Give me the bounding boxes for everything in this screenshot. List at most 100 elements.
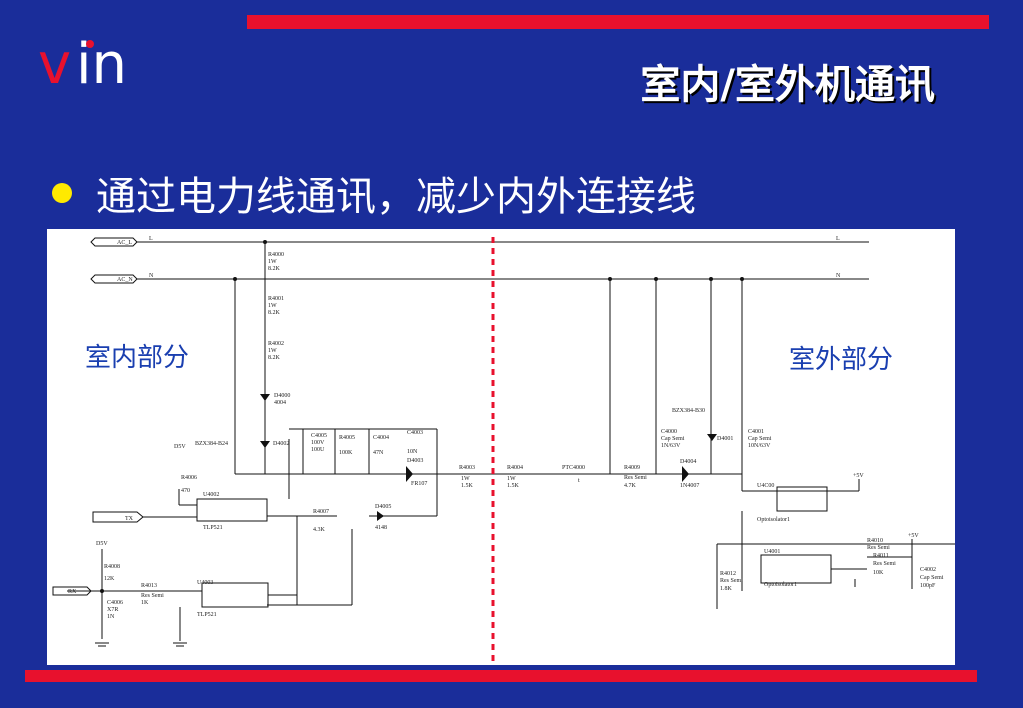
c4000-value: 1N/63V <box>661 443 681 449</box>
c4004-name: C4004 <box>373 435 389 441</box>
r4000-value: 8.2K <box>268 266 281 272</box>
d4003-value: FR107 <box>411 481 427 487</box>
r4012-name: R4012 <box>720 571 736 577</box>
u4003-value: TLP521 <box>197 612 217 618</box>
slide-title: 室内/室外机通讯 <box>640 62 935 108</box>
vin-logo: v in <box>38 34 148 96</box>
label-l-right: L <box>836 236 840 242</box>
d5v-b-label: D5V <box>96 541 108 547</box>
r4006-value: 470 <box>181 488 190 494</box>
d4000-name: D4000 <box>274 393 290 399</box>
c4002-name: C4002 <box>920 567 936 573</box>
logo-letters-in: in <box>76 32 128 97</box>
r4009-value: 4.7K <box>624 483 637 489</box>
d4004-value: 1N4007 <box>680 483 699 489</box>
bottom-accent-bar <box>25 670 977 682</box>
r4006-name: R4006 <box>181 475 197 481</box>
d4001-label: D4001 <box>717 436 733 442</box>
d4002-label: D4002 <box>273 441 289 447</box>
logo-i-dot <box>86 40 94 48</box>
label-n-left: N <box>149 273 154 279</box>
r4003-value: 1.5K <box>461 483 474 489</box>
label-ac-n: AC_N <box>117 277 133 283</box>
bzx-right-label: BZX384-B30 <box>672 408 705 414</box>
r4010-type: Res Semi <box>867 545 890 551</box>
plus5v-a-label: +5V <box>853 473 864 479</box>
c4004-value: 47N <box>373 450 384 456</box>
r4012-type: Res Semi <box>720 578 743 584</box>
r4003-name: R4003 <box>459 465 475 471</box>
rx-label: RX <box>68 589 77 595</box>
c4006-type: X7R <box>107 607 118 613</box>
r4011-name: R4011 <box>873 553 889 559</box>
r4001-power: 1W <box>268 303 277 309</box>
r4008-name: R4008 <box>104 564 120 570</box>
u4c00-value: Optoisolator1 <box>757 517 790 523</box>
r4007-name: R4007 <box>313 509 329 515</box>
u4001-value: Optoisolator1 <box>764 582 797 588</box>
label-n-right: N <box>836 273 841 279</box>
c4005-name: C4005 <box>311 433 327 439</box>
c4006-name: C4006 <box>107 600 123 606</box>
bullet-dot-icon <box>52 183 72 203</box>
bzx-left-label: BZX384-B24 <box>195 441 228 447</box>
tx-label: TX <box>125 516 134 522</box>
r4009-type: Res Semi <box>624 475 647 481</box>
u4002-name: U4002 <box>203 492 219 498</box>
d4003-name: D4003 <box>407 458 423 464</box>
r4013-name: R4013 <box>141 583 157 589</box>
ptc4000-symbol: t <box>578 478 580 484</box>
r4001-name: R4001 <box>268 296 284 302</box>
r4002-value: 8.2K <box>268 355 281 361</box>
u4c00-name: U4C00 <box>757 483 774 489</box>
d4004-name: D4004 <box>680 459 696 465</box>
c4005-voltage: 100V <box>311 440 325 446</box>
r4005-name: R4005 <box>339 435 355 441</box>
u4003-name: U4003 <box>197 580 213 586</box>
c4001-name: C4001 <box>748 429 764 435</box>
circuit-diagram: AC_L AC_N L N L N R4000 1W 8.2K R4001 1W… <box>47 229 955 665</box>
logo-letter-v: v <box>38 32 72 97</box>
r4002-name: R4002 <box>268 341 284 347</box>
r4012-value: 1.8K <box>720 586 733 592</box>
d4005-value: 4148 <box>375 525 387 531</box>
r4007-value: 4.3K <box>313 527 326 533</box>
r4003-power: 1W <box>461 476 470 482</box>
c4005-value: 100U <box>311 447 325 453</box>
r4011-type: Res Semi <box>873 561 896 567</box>
r4001-value: 8.2K <box>268 310 281 316</box>
c4001-type: Cap Semi <box>748 436 772 442</box>
r4010-name: R4010 <box>867 538 883 544</box>
ptc4000-name: PTC4000 <box>562 465 585 471</box>
r4009-name: R4009 <box>624 465 640 471</box>
c4002-type: Cap Semi <box>920 575 944 581</box>
u4001-name: U4001 <box>764 549 780 555</box>
c4003-name: C4003 <box>407 430 423 436</box>
r4000-name: R4000 <box>268 252 284 258</box>
indoor-section-label: 室内部分 <box>85 343 190 373</box>
c4002-value: 100pF <box>920 583 936 589</box>
d4000-value: 4004 <box>274 400 286 406</box>
top-accent-bar <box>247 15 989 29</box>
plus5v-b-label: +5V <box>908 533 919 539</box>
label-ac-l: AC_L <box>117 240 132 246</box>
c4000-name: C4000 <box>661 429 677 435</box>
r4013-type: Res Semi <box>141 593 164 599</box>
r4004-value: 1.5K <box>507 483 520 489</box>
c4003-value: 10N <box>407 449 418 455</box>
d5v-a-label: D5V <box>174 444 186 450</box>
r4004-name: R4004 <box>507 465 523 471</box>
u4002-value: TLP521 <box>203 525 223 531</box>
label-l-left: L <box>149 236 153 242</box>
r4011-value: 10K <box>873 570 884 576</box>
d4005-name: D4005 <box>375 504 391 510</box>
c4006-value: 1N <box>107 614 115 620</box>
r4004-power: 1W <box>507 476 516 482</box>
r4005-value: 100K <box>339 450 353 456</box>
c4000-type: Cap Semi <box>661 436 685 442</box>
r4002-power: 1W <box>268 348 277 354</box>
bullet-text: 通过电力线通讯，减少内外连接线 <box>96 174 696 220</box>
circuit-schematic: AC_L AC_N L N L N R4000 1W 8.2K R4001 1W… <box>52 236 955 665</box>
r4000-power: 1W <box>268 259 277 265</box>
r4013-value: 1K <box>141 600 149 606</box>
